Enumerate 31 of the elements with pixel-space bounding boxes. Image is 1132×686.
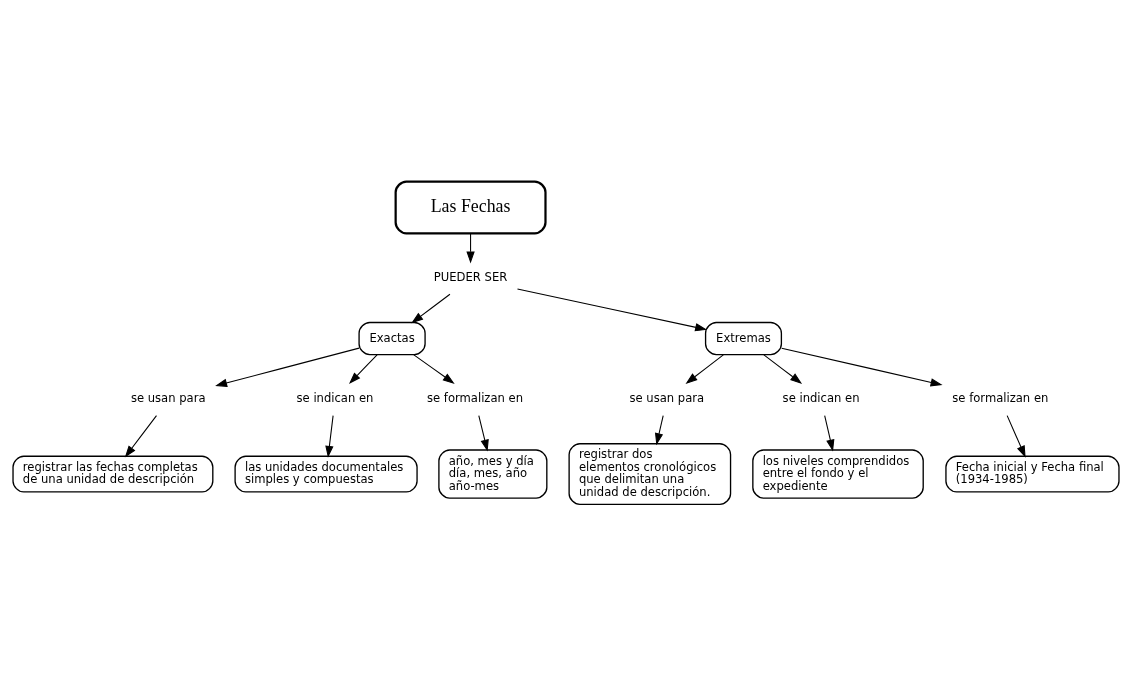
node-text: se indican en bbox=[296, 391, 374, 406]
node-box: registrar las fechas completas de una unidad de descripción bbox=[12, 455, 214, 493]
node-box: las unidades documentales simples y compuestas bbox=[234, 455, 418, 493]
node-text: se usan para bbox=[130, 391, 206, 406]
arrow bbox=[763, 354, 803, 384]
node-text: se formalizan en bbox=[427, 391, 524, 406]
node-box: año, mes y día día, mes, año año-mes bbox=[438, 449, 548, 499]
arrow bbox=[124, 415, 158, 458]
node-box: Exactas bbox=[358, 321, 426, 356]
node-box: registrar dos elementos cronológicos que delimitan una unidad de descripción. bbox=[568, 443, 732, 506]
arrow bbox=[411, 293, 451, 324]
arrow bbox=[685, 354, 724, 384]
node-text: PUEDER SER bbox=[433, 269, 508, 284]
node-text: se formalizan en bbox=[952, 391, 1049, 406]
node-text: se usan para bbox=[629, 391, 705, 406]
node-text: se indican en bbox=[782, 391, 860, 406]
arrow bbox=[413, 354, 455, 384]
node-box: Extremas bbox=[704, 321, 783, 356]
arrow bbox=[781, 347, 943, 387]
arrow bbox=[215, 347, 360, 387]
node-box: Las Fechas bbox=[394, 180, 547, 235]
arrow bbox=[1006, 415, 1026, 458]
arrow bbox=[348, 354, 378, 384]
arrow bbox=[654, 415, 664, 446]
node-box: los niveles comprendidos entre el fondo y el expediente bbox=[752, 449, 924, 499]
node-box: Fecha inicial y Fecha final (1934-1985) bbox=[945, 455, 1120, 493]
arrow bbox=[824, 415, 835, 452]
arrow bbox=[466, 232, 475, 264]
arrow bbox=[478, 415, 489, 452]
arrow bbox=[325, 415, 334, 458]
arrow bbox=[516, 288, 708, 332]
